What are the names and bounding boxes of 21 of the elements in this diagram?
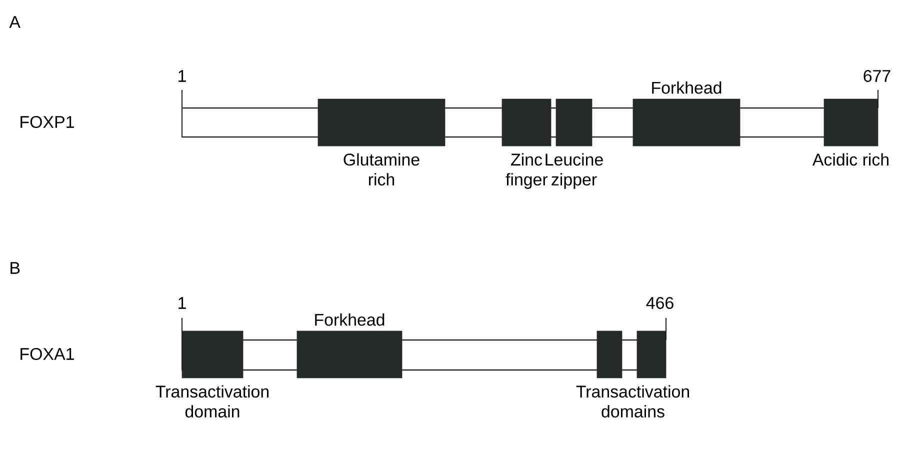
node-label: Glutamine rich: [344, 153, 420, 186]
node-label: Forkhead: [652, 81, 722, 94]
residue-number: 677: [864, 70, 890, 82]
residue-number: 1: [178, 297, 186, 309]
panel-letter: B: [10, 262, 20, 274]
node-label: Forkhead: [315, 313, 384, 326]
domain-box: Acidic rich: [812, 98, 888, 166]
protein-name: FOXP1: [20, 116, 74, 128]
domain-box: [636, 330, 666, 378]
residue-number: 1: [178, 70, 186, 82]
domain-box: [596, 330, 622, 378]
residue-number: 466: [646, 297, 674, 309]
node-label: Transactivation domain: [156, 385, 268, 418]
domain-box: Transactivation domain: [156, 330, 268, 418]
node-label: Acidic rich: [812, 153, 888, 166]
domain-box: Forkhead: [632, 81, 740, 146]
panel-letter: A: [9, 16, 20, 28]
protein-name: FOXA1: [20, 348, 74, 360]
domain-box: Forkhead: [296, 313, 402, 378]
domain-label: Transactivation domains: [576, 385, 689, 418]
domain-box: Glutamine rich: [318, 98, 446, 186]
